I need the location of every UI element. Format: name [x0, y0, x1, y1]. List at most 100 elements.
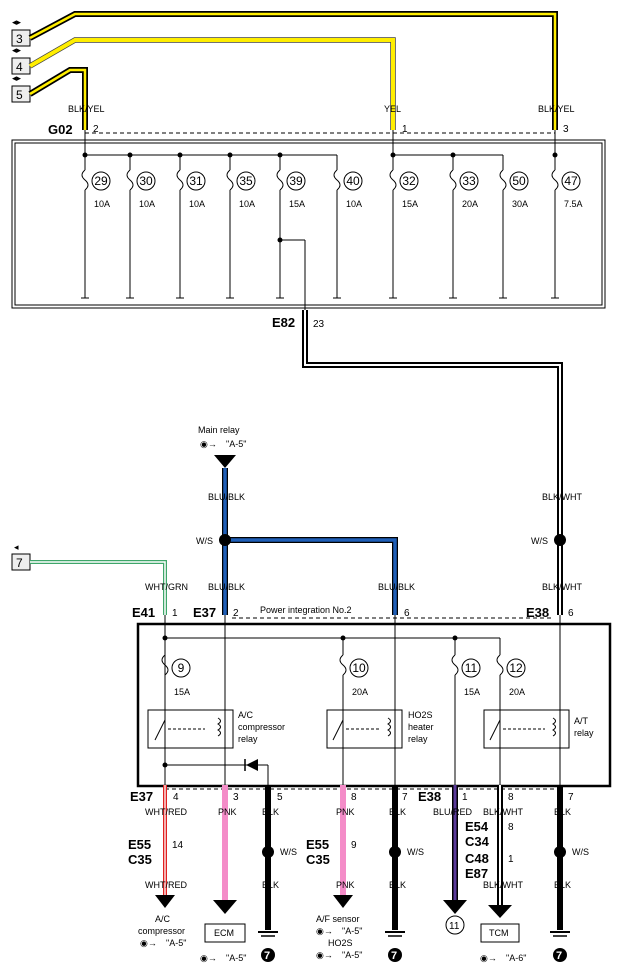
wire-label-blu-blk-left: BLU/BLK [208, 582, 245, 592]
fuse-rating: 20A [352, 687, 368, 697]
bottom-pin-4: 4 [173, 792, 179, 803]
ground-2-label: 7 [391, 950, 397, 962]
wire-label-pnk-lower: PNK [336, 880, 355, 890]
terminal-4-label: 4 [16, 60, 23, 74]
relay-ho2s-line3: relay [408, 734, 428, 744]
wire-label-blk-1: BLK [262, 807, 279, 817]
wire-label-blk-wht-lower: BLK/WHT [483, 880, 524, 890]
relay-ho2s-line1: HO2S [408, 710, 433, 720]
fuse-rating: 15A [464, 687, 480, 697]
wire-label-wht-red-lower: WHT/RED [145, 880, 187, 890]
dest-ac-line1: A/C [155, 914, 171, 924]
fuse-rating: 10A [189, 199, 205, 209]
wire-label-blu-red: BLU/RED [433, 807, 473, 817]
terminal-4: 4 ◂▸ [11, 45, 31, 75]
fuse-39: 39 15A [276, 155, 306, 299]
terminal-3: 3 ◂▸ [11, 17, 31, 47]
wire-label-ws-3: W/S [572, 847, 589, 857]
ecm-box [204, 923, 246, 943]
ground-11-arrow-icon [443, 900, 467, 914]
connector-e54: E54 [465, 819, 489, 834]
fuse-rating: 20A [509, 687, 525, 697]
wire-label-blk-2: BLK [389, 807, 406, 817]
fuse-number: 47 [564, 174, 578, 188]
relay-at-line1: A/T [574, 716, 589, 726]
wire-blk-yel-right [28, 11, 558, 130]
fuse-number: 33 [462, 174, 476, 188]
wire-blu-blk [222, 468, 398, 615]
splice-ws-blk-1 [262, 846, 274, 858]
upper-fuses: 2910A3010A3110A3510A3915A4010A3215A3320A… [81, 155, 583, 299]
eye-icon: ◉→ [316, 950, 333, 960]
fuse-number: 10 [352, 661, 366, 675]
wire-label-pnk-1: PNK [218, 807, 237, 817]
fuse-number: 39 [289, 174, 303, 188]
dest-ho2s: HO2S [328, 938, 353, 948]
connector-g02-label: G02 [48, 122, 73, 137]
fuse-rating: 10A [139, 199, 155, 209]
main-relay-label: Main relay [198, 425, 240, 435]
e82-pin-23: 23 [313, 319, 325, 330]
fuse-number: 29 [94, 174, 108, 188]
dest-tcm: TCM [489, 928, 509, 938]
dest-ac-ref: "A-5" [166, 938, 186, 948]
inline-pin-8: 8 [508, 822, 514, 833]
tcm-arrow-icon [488, 905, 512, 918]
wire-label-ws-right: W/S [531, 536, 548, 546]
main-relay-arrow-icon [214, 455, 236, 468]
wire-label-blu-blk-top: BLU/BLK [208, 492, 245, 502]
ground-2: 7 [385, 931, 405, 962]
eye-icon: ◉→ [200, 439, 217, 449]
relay-ac-line2: compressor [238, 722, 285, 732]
connector-e82-label: E82 [272, 315, 295, 330]
dest-ac-line2: compressor [138, 926, 185, 936]
connector-e37-bottom-label: E37 [130, 789, 153, 804]
fuse-rating: 15A [289, 199, 305, 209]
connector-c35-a: C35 [128, 852, 152, 867]
e41-pin-1: 1 [172, 608, 178, 619]
splice-ws-right [554, 534, 566, 546]
fuse-number: 40 [346, 174, 360, 188]
circle-11-label: 11 [449, 921, 460, 932]
inline-pin-9: 9 [351, 840, 357, 851]
main-relay-ref: "A-5" [226, 439, 246, 449]
fuse-rating: 30A [512, 199, 528, 209]
wire-label-ws-1: W/S [280, 847, 297, 857]
fuse-12: 12 20A [496, 638, 526, 705]
fuse-number: 9 [178, 661, 185, 675]
splice-ws-left [219, 534, 231, 546]
inline-pin-14: 14 [172, 840, 184, 851]
relay-ac-compressor: A/C compressor relay [147, 705, 285, 760]
diode-icon [246, 759, 258, 771]
g02-pin-2: 2 [93, 124, 99, 135]
wire-label-blk-wht-bottom: BLK/WHT [542, 582, 583, 592]
connector-c34: C34 [465, 834, 490, 849]
wire-label-ws-2: W/S [407, 847, 424, 857]
wire-label-blk-wht-top: BLK/WHT [542, 492, 583, 502]
dest-af: A/F sensor [316, 914, 360, 924]
tcm-box [480, 923, 520, 943]
dest-ho2s-ref: "A-5" [342, 950, 362, 960]
terminal-7: 7 ◂ [11, 542, 31, 571]
wire-label-blk-yel-left: BLK/YEL [68, 104, 105, 114]
eye-icon: ◉→ [140, 938, 157, 948]
connector-c35-b: C35 [306, 852, 330, 867]
bottom-pin-1: 1 [462, 792, 468, 803]
left-arrow-icon: ◂ [14, 542, 19, 552]
fuse-number: 35 [239, 174, 253, 188]
power-integration-box [136, 622, 612, 788]
eye-icon: ◉→ [316, 926, 333, 936]
fuse-number: 12 [509, 661, 523, 675]
connector-e38-top-label: E38 [526, 605, 549, 620]
terminal-5-label: 5 [16, 88, 23, 102]
wire-label-blk-yel-right: BLK/YEL [538, 104, 575, 114]
relay-at: A/T relay [483, 705, 594, 785]
connector-e38-bottom-label: E38 [418, 789, 441, 804]
fuse-number: 31 [189, 174, 203, 188]
fuse-rating: 15A [402, 199, 418, 209]
wire-label-blk-2-lower: BLK [389, 880, 406, 890]
circle-11 [445, 915, 465, 935]
